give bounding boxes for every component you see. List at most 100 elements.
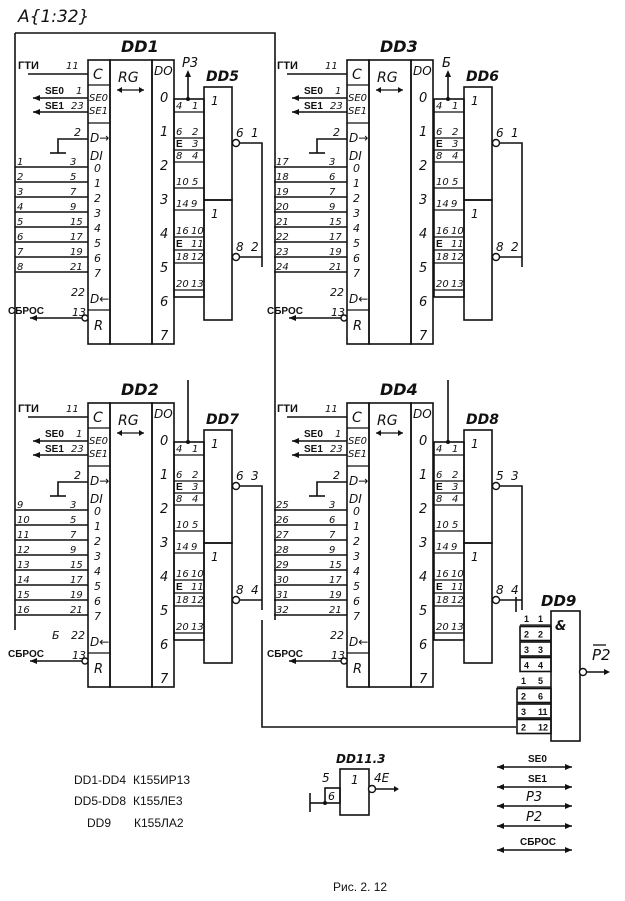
do-bit-label: 0	[419, 434, 427, 449]
reset-signal-label: СБРОС	[267, 306, 303, 317]
do-bit-label: 0	[419, 91, 427, 106]
bus-line-number: 6	[17, 232, 23, 243]
input-pin-number: 3	[70, 157, 76, 168]
gti-signal-label: ГТИ	[18, 403, 39, 415]
gate-a-symbol: 1	[211, 94, 219, 108]
di-bit-label: 7	[353, 610, 360, 623]
input-pin-number: 6	[329, 172, 335, 183]
output-pin-number: 8	[236, 583, 244, 597]
output-bubble	[231, 481, 241, 491]
gate-a-symbol: 1	[471, 94, 479, 108]
input-pin-number: 15	[329, 560, 342, 571]
dd9-input-pin: 1	[538, 614, 543, 624]
di-bit-label: 7	[94, 610, 101, 623]
gate-title: DD6	[466, 69, 499, 85]
di-bit-label: 3	[353, 207, 360, 220]
gate-input-pin: 18	[436, 252, 449, 263]
do-bit-label: 6	[160, 295, 168, 310]
gate-input-pin: 10	[436, 520, 449, 531]
output-wire-1	[500, 485, 523, 610]
se1-arrow-icon	[292, 109, 299, 115]
input-pin-number: 21	[70, 605, 83, 616]
se1-signal-label: SE1	[45, 101, 64, 112]
up-arrow-icon	[445, 70, 451, 77]
rg-label: RG	[118, 70, 139, 86]
dd9-input-net: 1	[524, 614, 529, 624]
gate-pin-number: 10	[191, 226, 204, 237]
arrow-right-icon	[565, 764, 572, 770]
gate-pin-number: 11	[191, 239, 204, 250]
gate-input-pin: 16	[176, 569, 189, 580]
output-net-number: 2	[511, 240, 519, 254]
gate-title: DD7	[206, 412, 239, 428]
bus-line-number: 21	[276, 217, 289, 228]
dd9-input-cell	[516, 718, 552, 735]
aux-gate-symbol: 1	[351, 773, 359, 787]
gate-pin-number: 10	[451, 569, 464, 580]
do-label: DO	[154, 64, 173, 78]
se0-pin-label: SE0	[348, 93, 367, 104]
input-pin-number: 19	[70, 247, 83, 258]
reset-signal-label: СБРОС	[267, 649, 303, 660]
gate-pin-number: 11	[451, 239, 464, 250]
output-pin-number: 8	[496, 583, 504, 597]
bus-line-number: 24	[276, 262, 289, 273]
dd9-symbol: &	[555, 619, 566, 634]
output-pin-number: 8	[496, 240, 504, 254]
input-pin-number: 17	[70, 575, 83, 586]
se1-pin-label: SE1	[89, 106, 108, 117]
bus-line-number: 15	[17, 590, 30, 601]
input-pin-number: 9	[329, 202, 335, 213]
se0-pin-number: 1	[335, 86, 341, 97]
gate-input-pin: 16	[436, 569, 449, 580]
output-net-number: 2	[251, 240, 259, 254]
gate-b-symbol: 1	[211, 207, 219, 221]
gate-input-pin: E	[436, 239, 443, 250]
output-net-number: 4	[251, 583, 259, 597]
output-pin-number: 8	[236, 240, 244, 254]
do-label: DO	[154, 407, 173, 421]
di-bit-label: 2	[353, 535, 360, 548]
do-bit-label: 1	[160, 125, 168, 140]
gate-pin-number: 3	[452, 139, 458, 150]
output-bubble	[491, 252, 501, 262]
se1-pin-number: 23	[71, 101, 84, 112]
bus-line-number: 17	[276, 157, 289, 168]
rg-label: RG	[377, 413, 398, 429]
gate-pin-number: 11	[451, 582, 464, 593]
arrow-left-icon	[497, 784, 504, 790]
gate-pin-number: 2	[452, 470, 458, 481]
aux-gate-output-label: 4E	[374, 771, 390, 785]
reset-signal-label: СБРОС	[8, 649, 44, 660]
clock-pin-label: C	[352, 410, 362, 426]
bus-line-number: 12	[17, 545, 30, 556]
gate-pin-number: 5	[192, 177, 198, 188]
di-bit-label: 6	[94, 595, 101, 608]
output-wire-1	[240, 485, 263, 610]
bus-line-number: 9	[17, 500, 23, 511]
se0-pin-number: 1	[335, 429, 341, 440]
do-bit-label: 0	[160, 91, 168, 106]
clock-pin-label: C	[93, 67, 103, 83]
bus-line-number: 10	[17, 515, 30, 526]
dd9-input-net: 2	[524, 630, 529, 640]
aux-gate-output-bubble	[367, 784, 377, 794]
dsr-wire	[57, 138, 88, 153]
gate-input-pin: 4	[436, 444, 442, 455]
se0-signal-label: SE0	[304, 429, 323, 440]
legend-parts-2: DD9	[87, 816, 111, 830]
gate-pin-number: 12	[451, 252, 464, 263]
di-bit-label: 5	[353, 237, 360, 250]
do-bit-label: 4	[419, 227, 427, 242]
gate-input-pin: 10	[176, 520, 189, 531]
do-bit-label: 3	[419, 193, 427, 208]
gate-pin-number: 13	[191, 622, 204, 633]
output-bubble	[491, 595, 501, 605]
gate-input-pin: 14	[436, 542, 449, 553]
